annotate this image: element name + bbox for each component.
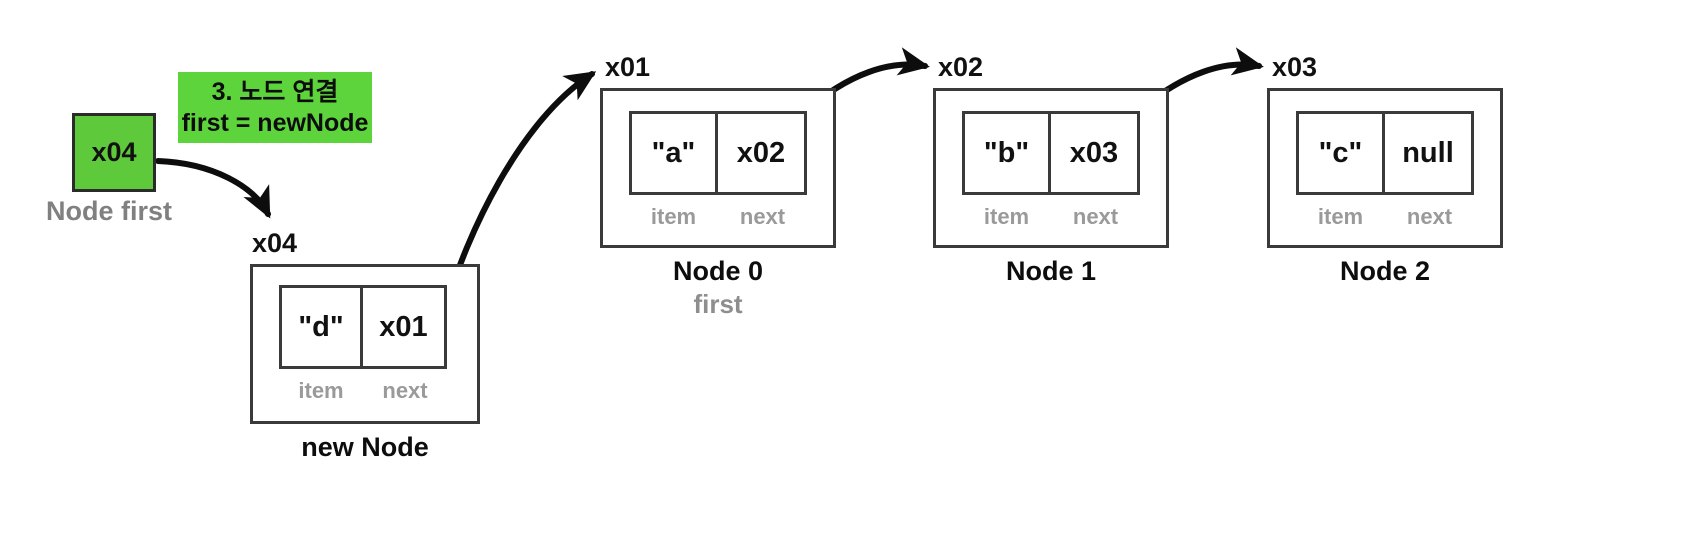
node-2-next-cell[interactable]: null [1385, 114, 1471, 192]
node-0-next-value: x02 [736, 136, 786, 169]
node-1-field-labels: item next [962, 204, 1140, 230]
new-node-cells: "d" x01 [279, 285, 447, 369]
node-1-address: x02 [938, 52, 984, 82]
node-0-next-cell[interactable]: x02 [718, 114, 804, 192]
new-node-caption: new Node [301, 432, 429, 462]
node-0-cells: "a" x02 [629, 111, 807, 195]
node-2-next-label: next [1406, 204, 1453, 229]
node-2-item-label: item [1317, 204, 1364, 229]
node-2-cells: "c" null [1296, 111, 1474, 195]
new-node-next-cell[interactable]: x01 [363, 288, 444, 366]
node-0-subcaption: first [693, 289, 743, 319]
node-1-item-label: item [983, 204, 1030, 229]
node-1-next-value: x03 [1069, 136, 1119, 169]
step-callout-line2: first = newNode [181, 108, 369, 137]
node-2-field-labels: item next [1296, 204, 1474, 230]
new-node-field-labels: item next [279, 378, 447, 404]
node-2-next-value: null [1402, 136, 1454, 169]
new-node-item-value: "d" [298, 310, 344, 343]
new-node-next-label: next [382, 378, 428, 403]
node-2-caption: Node 2 [1339, 256, 1431, 286]
node-2-item-value: "c" [1318, 136, 1363, 169]
arrow-first-to-new-node [155, 158, 271, 219]
pointer-first-label: Node first [46, 196, 173, 226]
node-0-caption: Node 0 [672, 256, 764, 286]
pointer-first-box[interactable]: x04 [72, 113, 156, 192]
new-node-address: x04 [252, 228, 298, 258]
node-0-item-label: item [650, 204, 697, 229]
node-1-next-label: next [1072, 204, 1119, 229]
node-0-field-labels: item next [629, 204, 807, 230]
step-callout: 3. 노드 연결 first = newNode [178, 72, 372, 143]
step-callout-line1: 3. 노드 연결 [211, 78, 339, 106]
node-0-address: x01 [605, 52, 651, 82]
node-1-item-value: "b" [983, 136, 1030, 169]
node-0-item-cell[interactable]: "a" [632, 114, 718, 192]
node-2-item-cell[interactable]: "c" [1299, 114, 1385, 192]
pointer-first-value: x04 [91, 137, 137, 167]
node-1-caption: Node 1 [1005, 256, 1097, 286]
new-node-item-label: item [298, 378, 344, 403]
new-node-item-cell[interactable]: "d" [282, 288, 363, 366]
node-2-address: x03 [1272, 52, 1318, 82]
node-1-next-cell[interactable]: x03 [1051, 114, 1137, 192]
node-1-item-cell[interactable]: "b" [965, 114, 1051, 192]
node-1-cells: "b" x03 [962, 111, 1140, 195]
node-0-next-label: next [739, 204, 786, 229]
node-0-item-value: "a" [651, 136, 696, 169]
new-node-next-value: x01 [379, 310, 428, 343]
